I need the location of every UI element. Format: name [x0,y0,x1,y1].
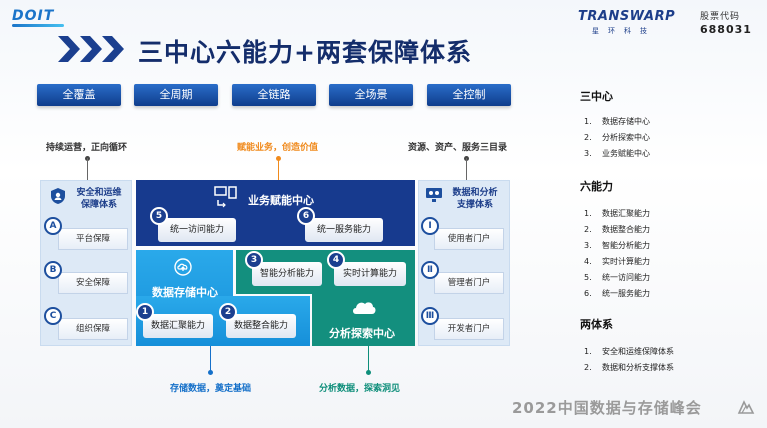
letter-b-badge: B [44,261,62,279]
people-icon [426,188,442,202]
num-5-badge: 5 [150,207,168,225]
security-ops-title-line2: 保障体系 [80,200,117,210]
tag-full-cycle: 全周期 [134,84,218,106]
security-ops-title: 安全和运维 保障体系 [68,187,130,211]
roman-2-badge: Ⅱ [421,261,439,279]
tag-full-coverage: 全覆盖 [37,84,121,106]
num-1-badge: 1 [136,303,154,321]
num-3-badge: 3 [245,251,263,269]
list-item: 2.数据和分析支撑体系 [584,363,674,372]
list-item: 3.智能分析能力 [584,241,650,250]
analysis-center-title: 分析探索中心 [329,327,395,340]
section-heading-systems: 两体系 [580,318,613,331]
smart-analysis-pill: 智能分析能力 [252,262,322,286]
user-portal-item: 使用者门户 [434,228,504,250]
stock-code: 688031 [700,23,752,36]
manager-portal-item: 管理者门户 [434,272,504,294]
connector-line [368,346,369,372]
section-heading-centers: 三中心 [580,90,613,103]
summit-logo-icon [737,400,755,414]
list-item: 2.分析探索中心 [584,133,650,142]
data-aggregation-pill: 数据汇聚能力 [143,314,213,338]
stock-label: 股票代码 [700,12,741,22]
num-2-badge: 2 [219,303,237,321]
caption-analyze-data: 分析数据，探索洞见 [319,384,401,394]
roman-1-badge: Ⅰ [421,217,439,235]
connector-line [210,346,211,372]
list-item: 6.统一服务能力 [584,289,650,298]
list-item: 1.数据汇聚能力 [584,209,650,218]
doit-logo: DOIT [12,8,64,27]
platform-guarantee-item: 平台保障 [58,228,128,250]
connector-line [278,158,279,180]
connector-line [87,158,88,180]
data-analysis-title: 数据和分析 支撑体系 [444,187,506,211]
connector-dot [208,370,213,375]
storage-center-title: 数据存储中心 [152,286,218,299]
caption-three-catalogs: 资源、资产、服务三目录 [408,143,508,153]
security-guarantee-item: 安全保障 [58,272,128,294]
list-item: 1.数据存储中心 [584,117,650,126]
security-ops-title-line1: 安全和运维 [76,188,122,198]
letter-a-badge: A [44,217,62,235]
footer-summit-name: 2022中国数据与存储峰会 [512,399,702,417]
doit-logo-text: DOIT [12,8,55,24]
cloud-icon [353,302,376,314]
caption-continuous-operation: 持续运营，正向循环 [46,143,128,153]
unified-service-pill: 统一服务能力 [305,218,383,242]
business-center-title: 业务赋能中心 [248,194,314,207]
transwarp-logo: TRANSWARP [578,9,676,24]
list-item: 4.实时计算能力 [584,257,650,266]
tag-full-control: 全控制 [427,84,511,106]
cloud-upload-icon [174,258,192,276]
list-item: 2.数据整合能力 [584,225,650,234]
caption-store-data: 存储数据，奠定基础 [170,384,252,394]
connector-dot [366,370,371,375]
org-guarantee-item: 组织保障 [58,318,128,340]
num-4-badge: 4 [327,251,345,269]
data-integration-pill: 数据整合能力 [226,314,296,338]
data-analysis-title-line1: 数据和分析 [452,188,498,198]
page-title: 三中心六能力+两套保障体系 [138,38,472,67]
letter-c-badge: C [44,307,62,325]
connector-line [466,158,467,180]
list-item: 1.安全和运维保障体系 [584,347,674,356]
num-6-badge: 6 [297,207,315,225]
list-item: 3.业务赋能中心 [584,149,650,158]
doit-logo-swoosh [12,24,64,27]
tag-full-link: 全链路 [232,84,316,106]
chevron-right-icon [58,36,124,62]
caption-empower-business: 赋能业务，创造价值 [237,143,319,153]
realtime-compute-pill: 实时计算能力 [334,262,406,286]
developer-portal-item: 开发者门户 [434,318,504,340]
roman-3-badge: Ⅲ [421,307,439,325]
section-heading-capabilities: 六能力 [580,180,613,193]
shield-person-icon [51,188,65,204]
analysis-center-box-ext [312,294,415,346]
monitor-icon [214,186,237,208]
tag-full-scene: 全场景 [329,84,413,106]
data-analysis-title-line2: 支撑体系 [456,200,493,210]
list-item: 5.统一访问能力 [584,273,650,282]
transwarp-logo-sub: 星环科技 [592,27,656,35]
unified-access-pill: 统一访问能力 [158,218,236,242]
